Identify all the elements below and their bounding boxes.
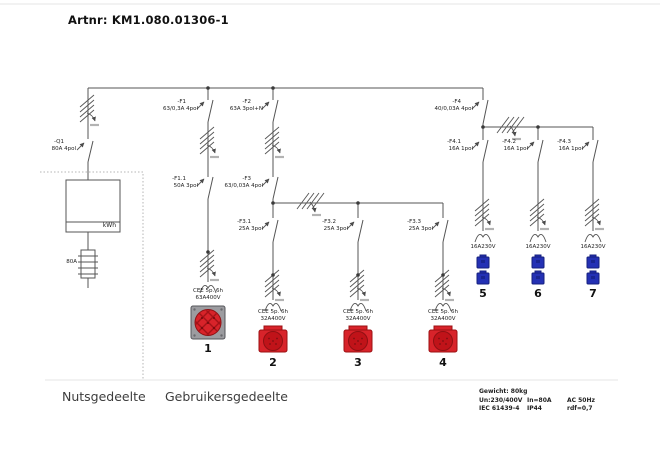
breaker-name-f1: -F1: [177, 99, 186, 105]
section-label-utility: Nutsgedeelte: [62, 389, 146, 404]
trip-arrows: [76, 101, 590, 230]
socket-number-5: 5: [479, 287, 487, 300]
socket-label-2: CEE 5p. 6h 32A400V: [241, 309, 305, 322]
breaker-label-f4-1: -F4.1 16A 1pol: [425, 139, 473, 152]
spec-rdf: rdf=0,7: [567, 405, 593, 412]
kwh-meter-symbol: [65, 179, 121, 233]
breaker-name-q1: -Q1: [53, 139, 64, 145]
socket-symbol-4: [428, 325, 458, 353]
main-fuse-symbol: [78, 249, 98, 279]
breaker-rating-f1-1: 50A 3pol: [173, 182, 198, 189]
socket-label-7: 16A230V: [580, 244, 606, 250]
socket-3-type: CEE 5p. 6h: [342, 309, 373, 315]
breaker-name-f3-3: -F3.3: [407, 219, 421, 225]
breaker-name-f4-2: -F4.2: [502, 139, 516, 145]
socket-label-6: 16A230V: [525, 244, 551, 250]
socket-1-type: CEE 5p. 6h: [192, 288, 223, 294]
breaker-rating-f4-1: 16A 1pol: [448, 145, 473, 152]
socket-1-rating: 63A400V: [195, 294, 221, 301]
junction-dots: [206, 86, 540, 277]
breaker-name-f3-2: -F3.2: [322, 219, 336, 225]
breaker-label-f3-3: -F3.3 25A 3pol: [385, 219, 433, 232]
breaker-rating-f3-3: 25A 3pol: [408, 225, 433, 232]
socket-4-type: CEE 5p. 6h: [427, 309, 458, 315]
section-boundary: [40, 171, 144, 380]
breaker-label-f1: -F1 63/0,3A 4pol: [150, 99, 198, 112]
kwh-meter-label: kWh: [102, 222, 116, 229]
breaker-name-f4-1: -F4.1: [447, 139, 461, 145]
section-label-user: Gebruikersgedeelte: [165, 389, 288, 404]
breaker-label-f4-2: -F4.2 16A 1pol: [480, 139, 528, 152]
socket-number-7: 7: [589, 287, 597, 300]
spec-voltage: Un:230/400V: [479, 397, 523, 404]
breaker-rating-f4: 40/0,03A 4pol: [434, 105, 474, 112]
socket-symbol-7: [586, 254, 600, 285]
breaker-name-f4-3: -F4.3: [557, 139, 571, 145]
socket-symbol-6: [531, 254, 545, 285]
breaker-label-f4: -F4 40/0,03A 4pol: [425, 99, 474, 112]
breaker-rating-f2: 63A 3pol+N: [229, 105, 263, 112]
socket-2-type: CEE 5p. 6h: [257, 309, 288, 315]
socket-symbol-1: [190, 305, 226, 340]
socket-number-4: 4: [439, 356, 447, 369]
socket-number-1: 1: [204, 342, 212, 355]
breaker-rating-f4-2: 16A 1pol: [503, 145, 528, 152]
spec-ip: IP44: [527, 405, 542, 412]
spec-standard: IEC 61439-4: [479, 405, 520, 412]
breaker-name-f3: -F3: [242, 176, 251, 182]
breaker-label-f3-2: -F3.2 25A 3pol: [300, 219, 348, 232]
breaker-label-f3: -F3 63/0,03A 4pol: [215, 176, 264, 189]
main-fuse-label: 80A: [66, 259, 77, 265]
socket-3-rating: 32A400V: [345, 315, 371, 322]
page-title: Artnr: KM1.080.01306-1: [68, 13, 229, 27]
breaker-rating-f3-1: 25A 3pol: [238, 225, 263, 232]
breaker-rating-f1: 63/0,3A 4pol: [163, 105, 198, 112]
socket-label-5: 16A230V: [470, 244, 496, 250]
socket-number-2: 2: [269, 356, 277, 369]
spec-freq: AC 50Hz: [567, 397, 595, 404]
socket-2-rating: 32A400V: [260, 315, 286, 322]
breaker-name-f1-1: -F1.1: [172, 176, 186, 182]
spec-current: In=80A: [527, 397, 552, 404]
socket-4-rating: 32A400V: [430, 315, 456, 322]
breaker-blades: [87, 99, 599, 243]
breaker-label-f2: -F2 63A 3pol+N: [215, 99, 263, 112]
socket-symbol-2: [258, 325, 288, 353]
breaker-name-f2: -F2: [242, 99, 251, 105]
spec-weight: Gewicht: 80kg: [479, 388, 528, 395]
socket-label-4: CEE 5p. 6h 32A400V: [411, 309, 475, 322]
cable-marks: [80, 95, 604, 300]
breaker-label-f3-1: -F3.1 25A 3pol: [215, 219, 263, 232]
socket-symbol-3: [343, 325, 373, 353]
socket-number-6: 6: [534, 287, 542, 300]
breaker-rating-f3-2: 25A 3pol: [323, 225, 348, 232]
socket-symbol-5: [476, 254, 490, 285]
socket-label-1: CEE 5p. 6h 63A400V: [176, 288, 240, 301]
socket-number-3: 3: [354, 356, 362, 369]
socket-label-3: CEE 5p. 6h 32A400V: [326, 309, 390, 322]
breaker-rating-q1: 80A 4pol: [51, 145, 76, 152]
breaker-label-f1-1: -F1.1 50A 3pol: [150, 176, 198, 189]
breaker-rating-f3: 63/0,03A 4pol: [224, 182, 264, 189]
breaker-label-q1: -Q1 80A 4pol: [28, 139, 76, 152]
breaker-rating-f4-3: 16A 1pol: [558, 145, 583, 152]
breaker-name-f3-1: -F3.1: [237, 219, 251, 225]
breaker-name-f4: -F4: [452, 99, 461, 105]
breaker-label-f4-3: -F4.3 16A 1pol: [535, 139, 583, 152]
wires: [87, 87, 594, 300]
